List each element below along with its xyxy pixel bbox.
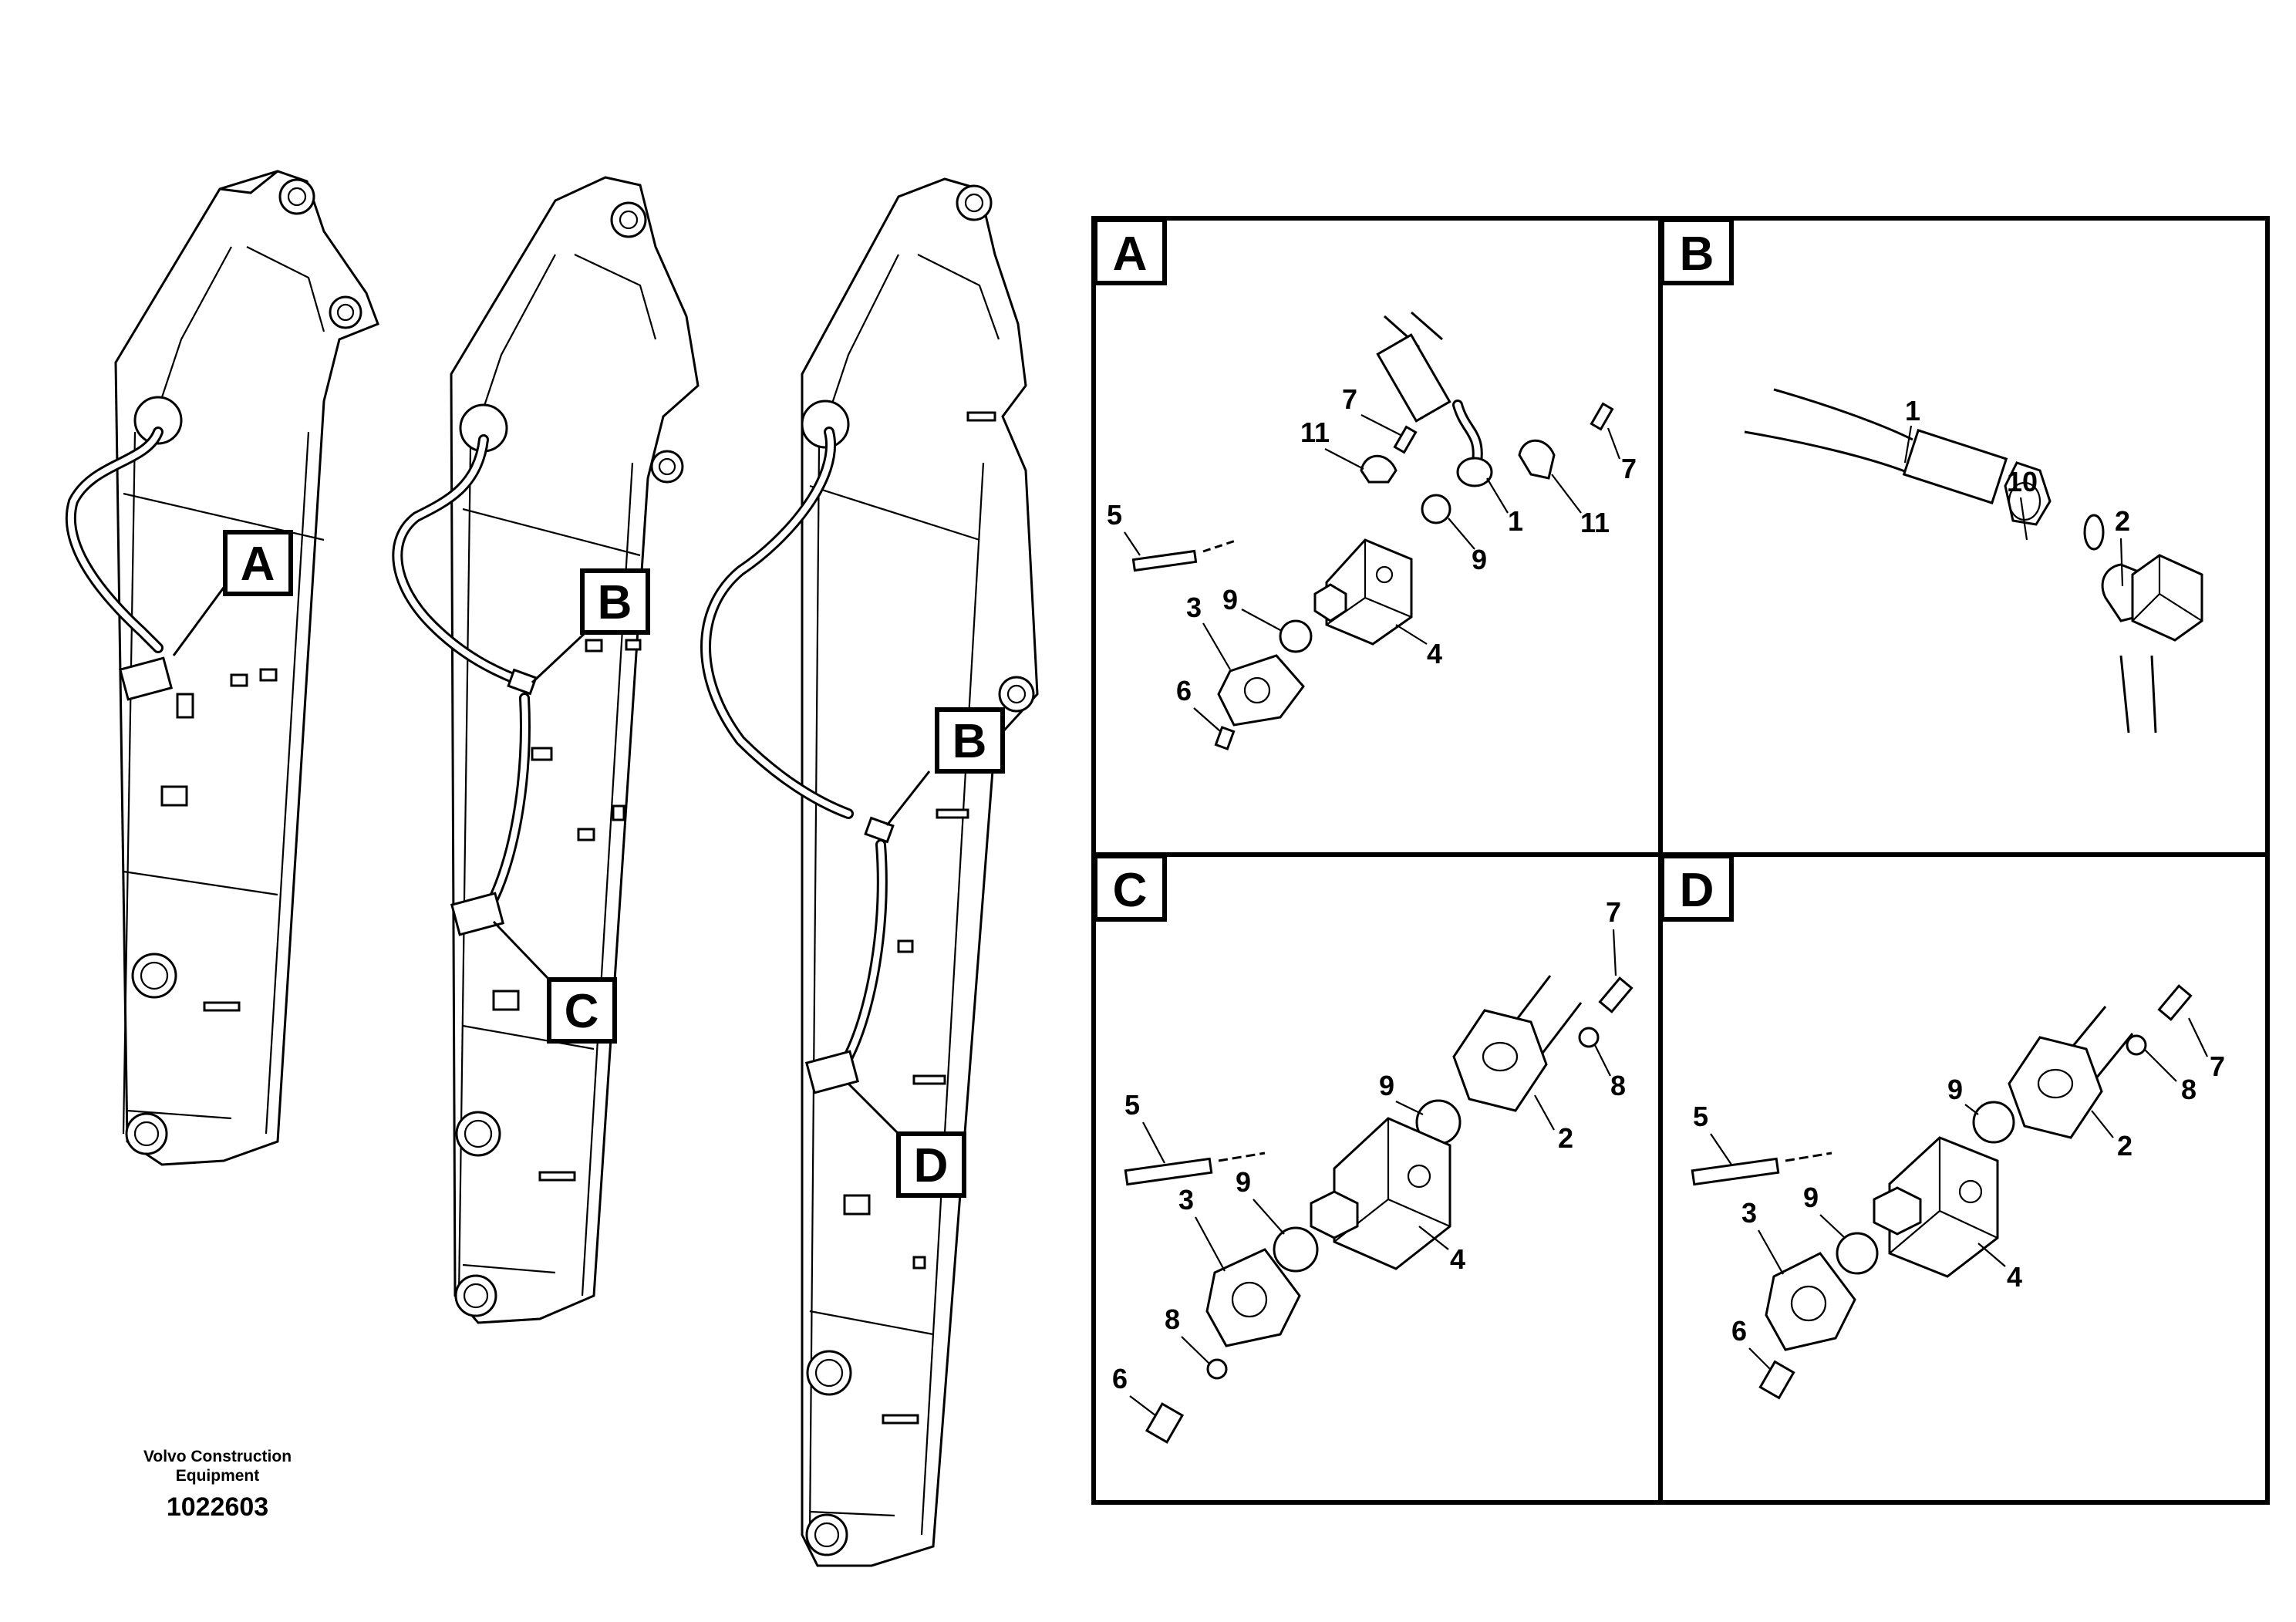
part-number: 7 xyxy=(1606,896,1621,928)
part-number: 6 xyxy=(1112,1363,1128,1394)
boom-3-outline xyxy=(801,177,1039,1567)
part-number: 3 xyxy=(1178,1184,1194,1216)
svg-text:C: C xyxy=(1113,864,1148,917)
maker-line-1: Volvo Construction xyxy=(143,1448,292,1465)
part-number: 8 xyxy=(1610,1070,1626,1101)
part-number: 8 xyxy=(1165,1303,1180,1335)
part-number: 4 xyxy=(1427,638,1442,669)
part-number: 9 xyxy=(1947,1074,1963,1105)
callout-label: D xyxy=(914,1139,949,1192)
panel-d-label: D xyxy=(1660,854,1734,922)
part-number: 7 xyxy=(1621,453,1637,484)
part-number: 9 xyxy=(1803,1182,1819,1213)
part-number: 9 xyxy=(1222,584,1238,615)
panel-c-label: C xyxy=(1093,854,1167,922)
part-number: 1 xyxy=(1508,505,1523,537)
panel-b-label: B xyxy=(1660,218,1734,285)
part-number: 2 xyxy=(1558,1122,1573,1154)
panel-a: A 7 11 5 xyxy=(1093,218,1637,750)
part-number: 9 xyxy=(1236,1166,1251,1198)
panel-d: D 5 9 7 8 9 2 xyxy=(1660,854,2225,1400)
svg-text:B: B xyxy=(1680,228,1714,281)
svg-text:A: A xyxy=(1113,228,1148,281)
part-number: 2 xyxy=(2115,505,2130,537)
part-number: 6 xyxy=(1731,1315,1747,1347)
footer: Volvo Construction Equipment 1022603 xyxy=(143,1448,292,1522)
maker-line-2: Equipment xyxy=(176,1467,260,1485)
panel-c: C 7 9 8 5 9 3 xyxy=(1093,854,1633,1444)
callout-label: C xyxy=(565,985,599,1038)
document-number: 1022603 xyxy=(167,1492,268,1522)
part-number: 4 xyxy=(1450,1243,1465,1275)
part-number: 10 xyxy=(2007,466,2038,497)
part-number: 11 xyxy=(1300,416,1330,448)
boom-2: B C xyxy=(392,176,700,1324)
part-number: 9 xyxy=(1379,1070,1394,1101)
callout-label: B xyxy=(598,576,632,629)
part-number: 4 xyxy=(2007,1261,2022,1293)
boom-3-callout-d: D xyxy=(896,1131,966,1198)
callout-label: B xyxy=(952,715,987,768)
callout-leader xyxy=(172,582,229,656)
part-number: 3 xyxy=(1186,592,1202,623)
svg-text:D: D xyxy=(1680,864,1714,917)
part-number: 1 xyxy=(1905,395,1920,427)
boom-1: A xyxy=(65,170,379,1166)
part-number: 8 xyxy=(2181,1074,2197,1105)
boom-2-outline xyxy=(450,176,700,1324)
part-number: 3 xyxy=(1741,1197,1757,1229)
boom-1-callout-a: A xyxy=(223,530,293,596)
part-number: 5 xyxy=(1693,1101,1708,1132)
part-number: 11 xyxy=(1580,507,1610,538)
panel-a-label: A xyxy=(1093,218,1167,285)
part-number: 7 xyxy=(2210,1050,2225,1082)
boom-2-callout-b: B xyxy=(580,568,650,635)
part-number: 9 xyxy=(1472,544,1487,575)
part-number: 7 xyxy=(1342,383,1357,415)
boom-2-callout-c: C xyxy=(547,977,617,1044)
part-number: 2 xyxy=(2117,1130,2132,1162)
boom-3: B D xyxy=(700,177,1039,1567)
callout-label: A xyxy=(241,538,275,591)
part-number: 5 xyxy=(1124,1089,1140,1121)
boom-3-callout-b: B xyxy=(935,707,1005,774)
part-number: 6 xyxy=(1176,675,1192,706)
panel-b: B 1 10 2 xyxy=(1660,218,2203,733)
part-number: 5 xyxy=(1107,499,1122,531)
